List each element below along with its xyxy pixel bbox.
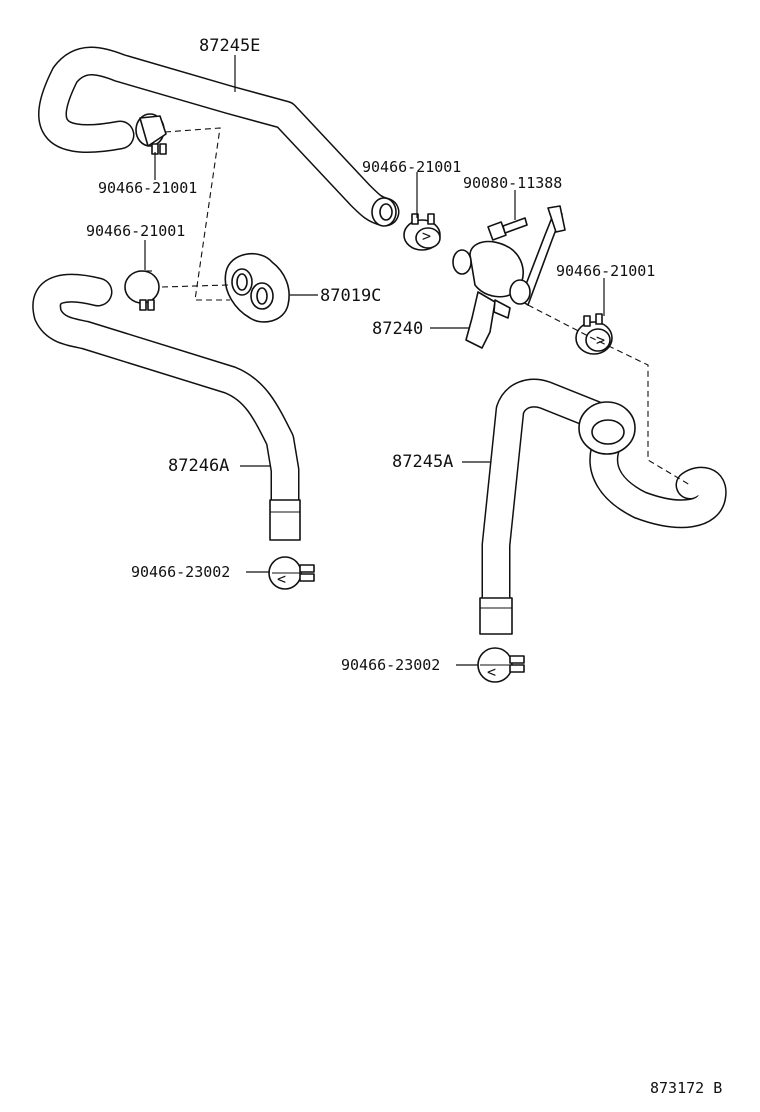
label-90466-21001-right: 90466-21001 [556,262,655,280]
label-87245e: 87245E [199,36,260,56]
assembly-lines [161,127,691,486]
clamp-90466-23002-bottom-left: < [268,556,315,590]
label-90466-23002-right: 90466-23002 [341,656,440,674]
label-90466-21001-mid-left: 90466-21001 [86,222,185,240]
figure-code: 873172 B [650,1079,722,1097]
clamp-90466-21001-mid-left [124,270,160,311]
svg-text:>: > [422,227,431,245]
label-87019c: 87019C [320,286,381,306]
label-90466-23002-left: 90466-23002 [131,563,230,581]
label-90080-11388: 90080-11388 [463,174,562,192]
label-90466-21001-upper-left: 90466-21001 [98,179,197,197]
clamp-90466-21001-center: > [403,213,441,251]
clamp-90466-21001-upper-left [135,113,167,155]
leader-lines [144,55,605,666]
svg-text:>: > [596,331,605,349]
clamp-90466-23002-bottom-right: < [477,647,525,683]
clamp-90466-21001-right: > [575,313,613,355]
label-87245a: 87245A [392,452,453,472]
grommet-87019c [224,253,290,323]
label-87246a: 87246A [168,456,229,476]
hose-87245a [479,378,727,635]
label-90466-21001-center: 90466-21001 [362,158,461,176]
svg-text:<: < [487,663,496,681]
label-87240: 87240 [372,319,423,339]
hose-87245e [38,46,400,227]
hose-87246a [32,273,301,541]
valve-87240 [452,205,566,349]
bolt-90080-11388 [487,217,528,241]
svg-text:<: < [277,570,286,588]
